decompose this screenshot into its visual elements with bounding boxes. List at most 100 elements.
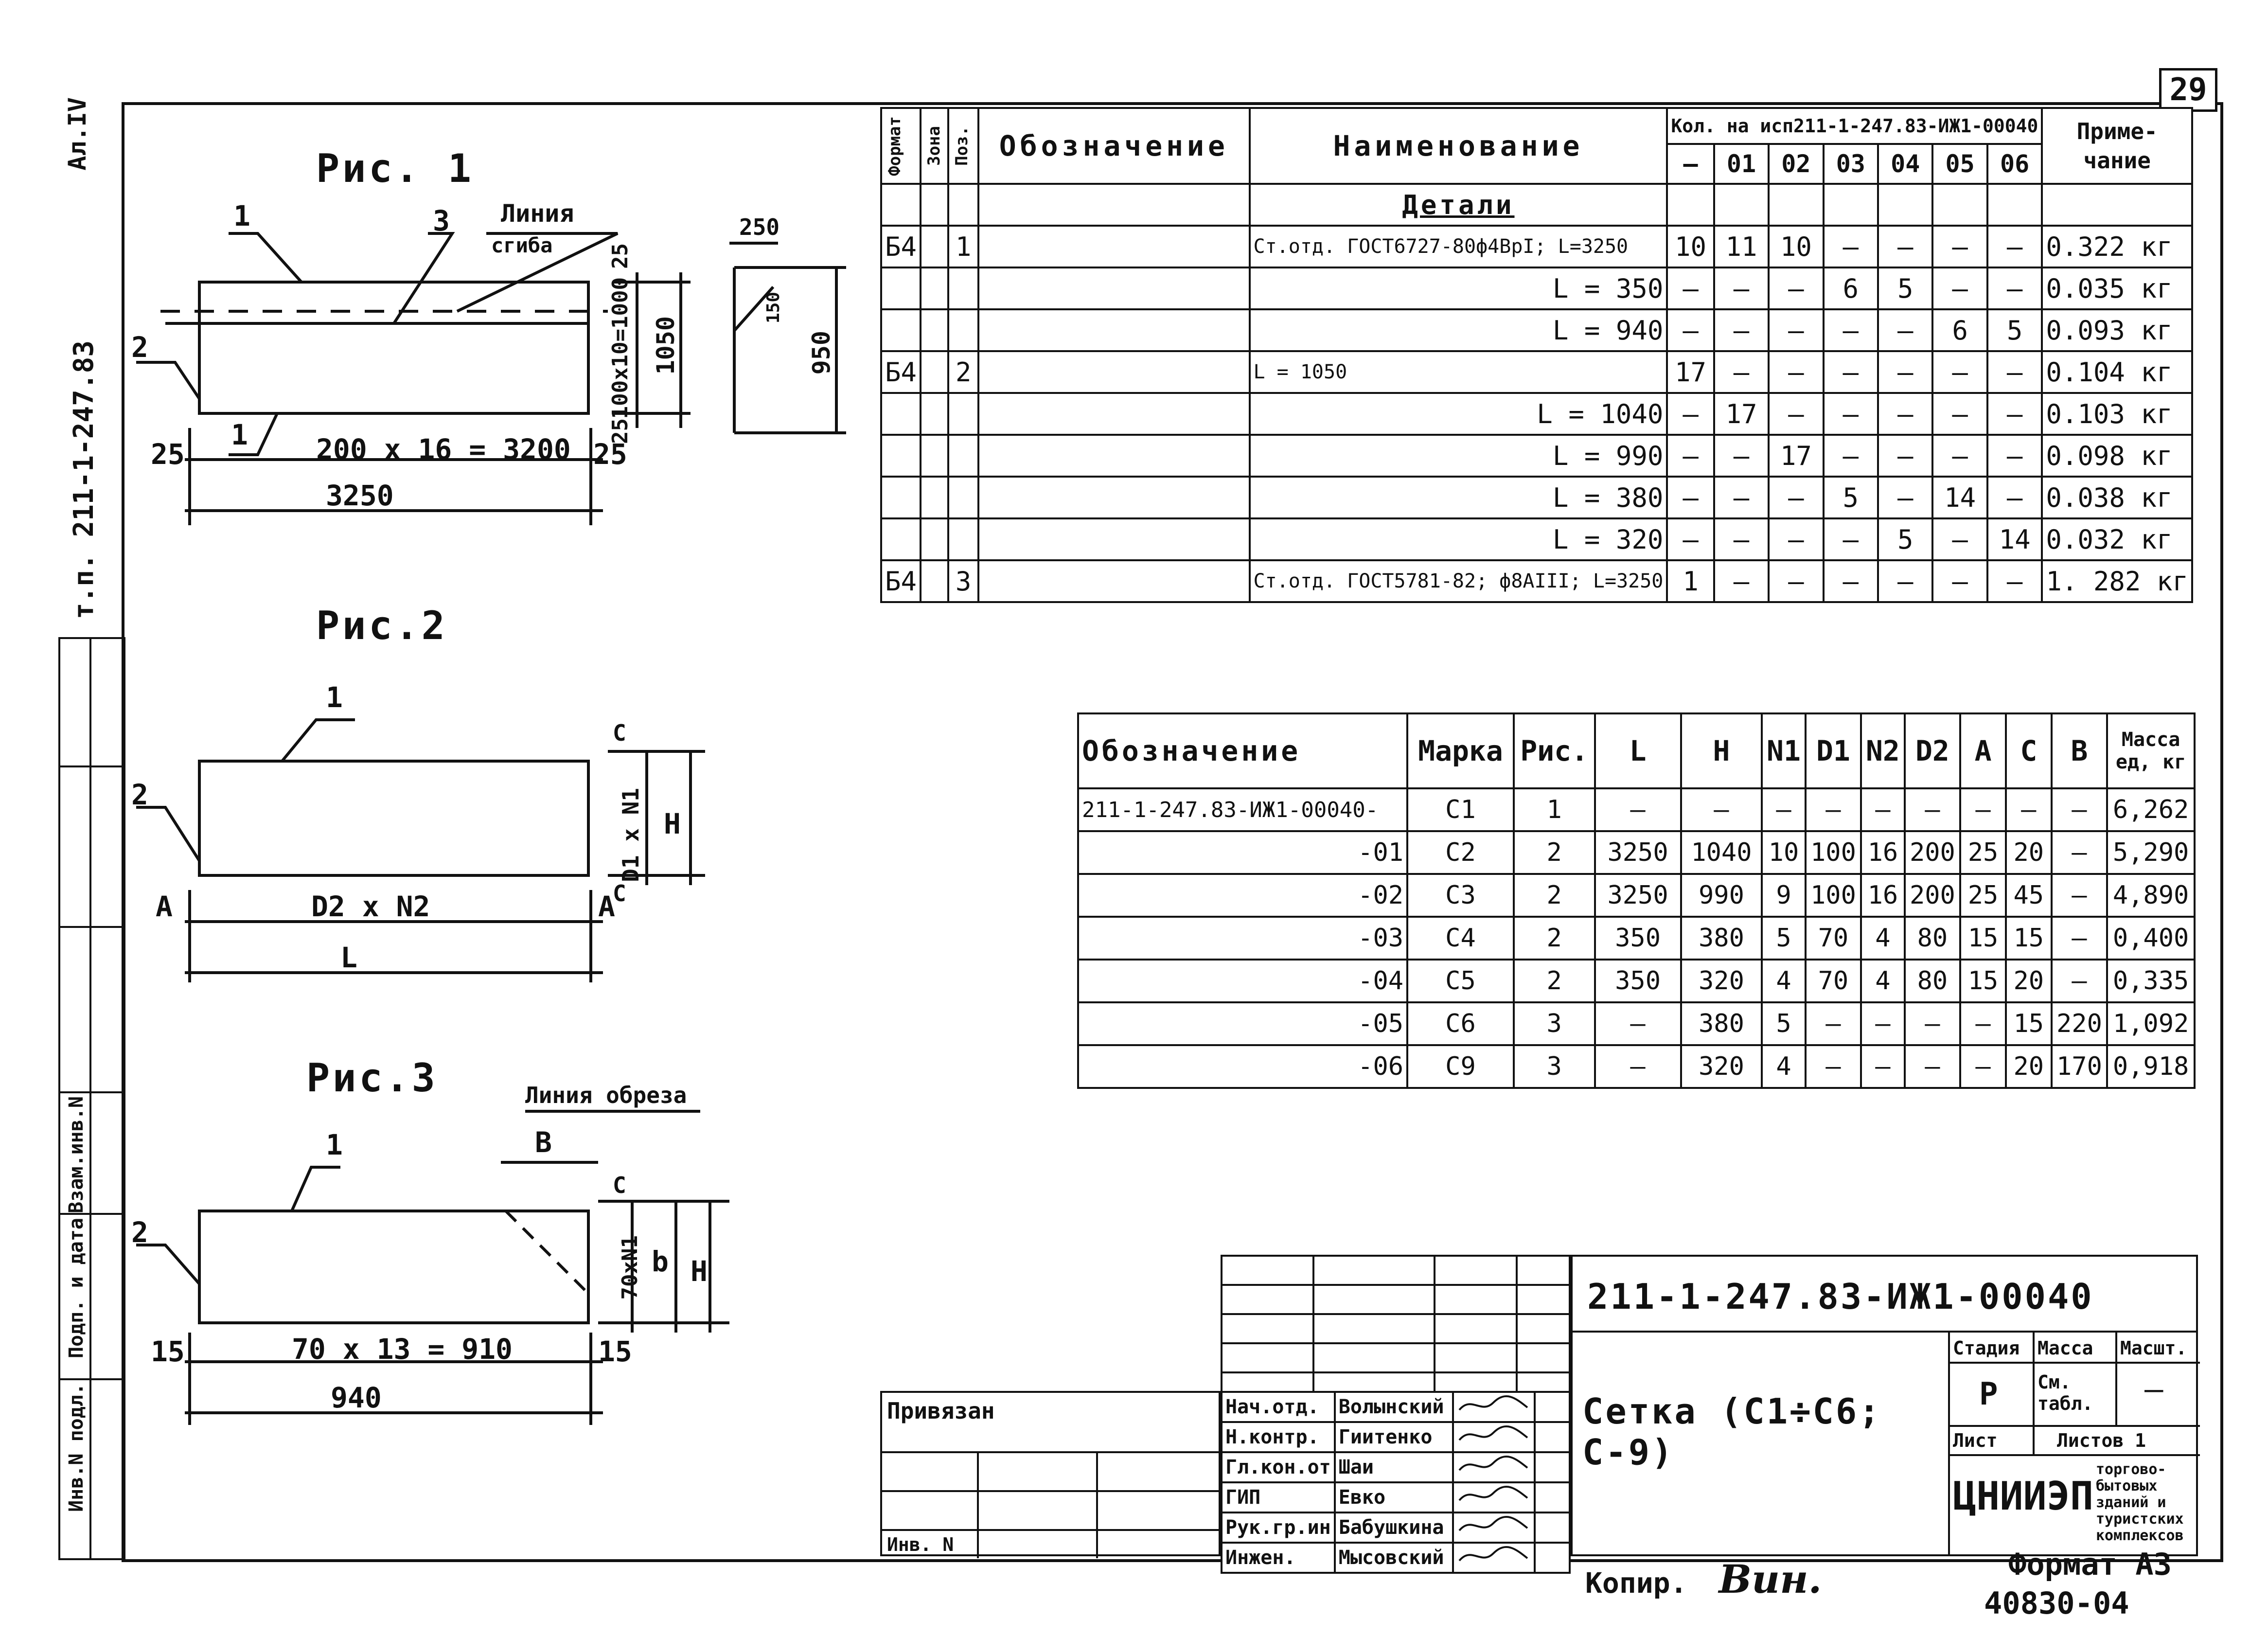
- fig3-label-2: 2: [131, 1216, 148, 1249]
- spec-name: L = 1050: [1248, 350, 1668, 394]
- stage-block: Стадия Масса Масшт. Р См. табл. — Лист Л…: [1948, 1331, 2200, 1556]
- spec-col-designation: Обозначение: [977, 107, 1251, 185]
- spec-pos: [947, 517, 980, 561]
- spec-format: Б4: [880, 350, 922, 394]
- spec-name: Ст.отд. ГОСТ6727-80ф4ВрI; L=3250: [1248, 225, 1668, 268]
- fig2-dim-d1n1: D1 x N1: [618, 788, 644, 882]
- marks-cell: —: [1903, 787, 1962, 832]
- fig3-dim-70n1: 70xN1: [618, 1235, 642, 1300]
- fig1-label-1b: 1: [231, 418, 248, 451]
- spec-qty-col: 04: [1877, 143, 1934, 185]
- spec-designation: [977, 517, 1251, 561]
- doc-name-area: Сетка (С1÷С6; С-9): [1571, 1331, 1950, 1556]
- spec-pos: 3: [947, 559, 980, 603]
- staff-date: [1534, 1451, 1571, 1483]
- fig1-label-2: 2: [131, 331, 148, 364]
- marks-cell: 320: [1680, 959, 1763, 1003]
- marks-cell: С4: [1406, 916, 1515, 961]
- staff-role: Рук.гр.ин: [1221, 1512, 1336, 1544]
- spec-designation: [977, 559, 1251, 603]
- marks-cell: 25: [1959, 873, 2007, 918]
- spec-qty: —: [1931, 225, 1988, 268]
- marks-cell: 990: [1680, 873, 1763, 918]
- stage-label: Стадия: [1953, 1337, 2020, 1359]
- copy-label: Копир. Вин.: [1585, 1556, 1822, 1602]
- spec-qty: 5: [1822, 476, 1879, 519]
- spec-qty: —: [1877, 476, 1934, 519]
- fig1-dim-950: 950: [807, 331, 835, 375]
- fig2-dim-d2n2: D2 x N2: [311, 890, 430, 923]
- fig3-dim-b-small: b: [652, 1245, 669, 1278]
- sheets-label: Листов 1: [2057, 1430, 2146, 1451]
- marks-header-cell: Масса ед, кг: [2106, 712, 2196, 789]
- spec-qty: —: [1713, 350, 1770, 394]
- spec-qty: —: [1877, 434, 1934, 478]
- marks-cell: —: [1903, 1044, 1962, 1089]
- staff-role: Инжен.: [1221, 1542, 1336, 1574]
- marks-cell: С5: [1406, 959, 1515, 1003]
- marks-cell: 9: [1761, 873, 1807, 918]
- spec-qty: —: [1822, 308, 1879, 352]
- spec-name: L = 350: [1248, 267, 1668, 310]
- spec-note: 0.035 кг: [2041, 267, 2193, 310]
- marks-cell: 350: [1594, 959, 1682, 1003]
- marks-cell: С3: [1406, 873, 1515, 918]
- spec-qty: —: [1986, 350, 2043, 394]
- fig1-title: Рис. 1: [316, 146, 474, 191]
- spec-qty-col: 05: [1931, 143, 1988, 185]
- marks-header-cell: B: [2050, 712, 2109, 789]
- spec-qty: —: [1877, 350, 1934, 394]
- marks-cell: —: [2050, 916, 2109, 961]
- marks-header-cell: D2: [1903, 712, 1962, 789]
- fig1-dim-150: 150: [763, 292, 783, 324]
- marks-cell: —: [1804, 1044, 1862, 1089]
- marks-cell: 20: [2004, 830, 2053, 875]
- marks-header-cell: A: [1959, 712, 2007, 789]
- marks-cell: —: [1804, 1001, 1862, 1046]
- staff-signature: [1452, 1542, 1536, 1574]
- binding-label: Привязан: [887, 1398, 995, 1424]
- marks-cell: С9: [1406, 1044, 1515, 1089]
- spec-qty: 11: [1713, 225, 1770, 268]
- staff-signature: [1452, 1451, 1536, 1483]
- format-label: Формат А3: [2008, 1547, 2172, 1582]
- marks-cell: С1: [1406, 787, 1515, 832]
- marks-cell: —: [2050, 959, 2109, 1003]
- marks-cell: 3250: [1594, 830, 1682, 875]
- spec-qty: —: [1713, 308, 1770, 352]
- marks-cell: 1,092: [2106, 1001, 2196, 1046]
- spec-qty: —: [1986, 225, 2043, 268]
- staff-date: [1534, 1481, 1571, 1513]
- spec-qty: —: [1666, 267, 1715, 310]
- spec-row: L = 990——17————0.098 кг: [880, 434, 2193, 478]
- marks-designation: -05: [1077, 1001, 1409, 1046]
- spec-qty: —: [1768, 308, 1825, 352]
- marks-cell: 1: [1512, 787, 1596, 832]
- spec-subheader-row: — 01 02 03 04 05 06: [881, 143, 2192, 185]
- marks-header-cell: H: [1680, 712, 1763, 789]
- spec-qty: —: [1768, 267, 1825, 310]
- marks-cell: 0,335: [2106, 959, 2196, 1003]
- marks-header-cell: L: [1594, 712, 1682, 789]
- marks-cell: —: [1959, 1044, 2007, 1089]
- spec-designation: [977, 476, 1251, 519]
- marks-header-cell: Рис.: [1512, 712, 1596, 789]
- spec-qty: —: [1877, 559, 1934, 603]
- spec-qty: —: [1713, 517, 1770, 561]
- binding-block: Привязан Инв. N: [880, 1391, 1223, 1558]
- staff-date: [1534, 1512, 1571, 1544]
- marks-designation: -01: [1077, 830, 1409, 875]
- marks-cell: 4: [1860, 916, 1906, 961]
- marks-cell: 4: [1860, 959, 1906, 1003]
- fig1-dim-1000: 100x10=1000: [608, 277, 633, 419]
- marks-cell: 3: [1512, 1001, 1596, 1046]
- marks-cell: —: [1761, 787, 1807, 832]
- spec-qty: —: [1877, 225, 1934, 268]
